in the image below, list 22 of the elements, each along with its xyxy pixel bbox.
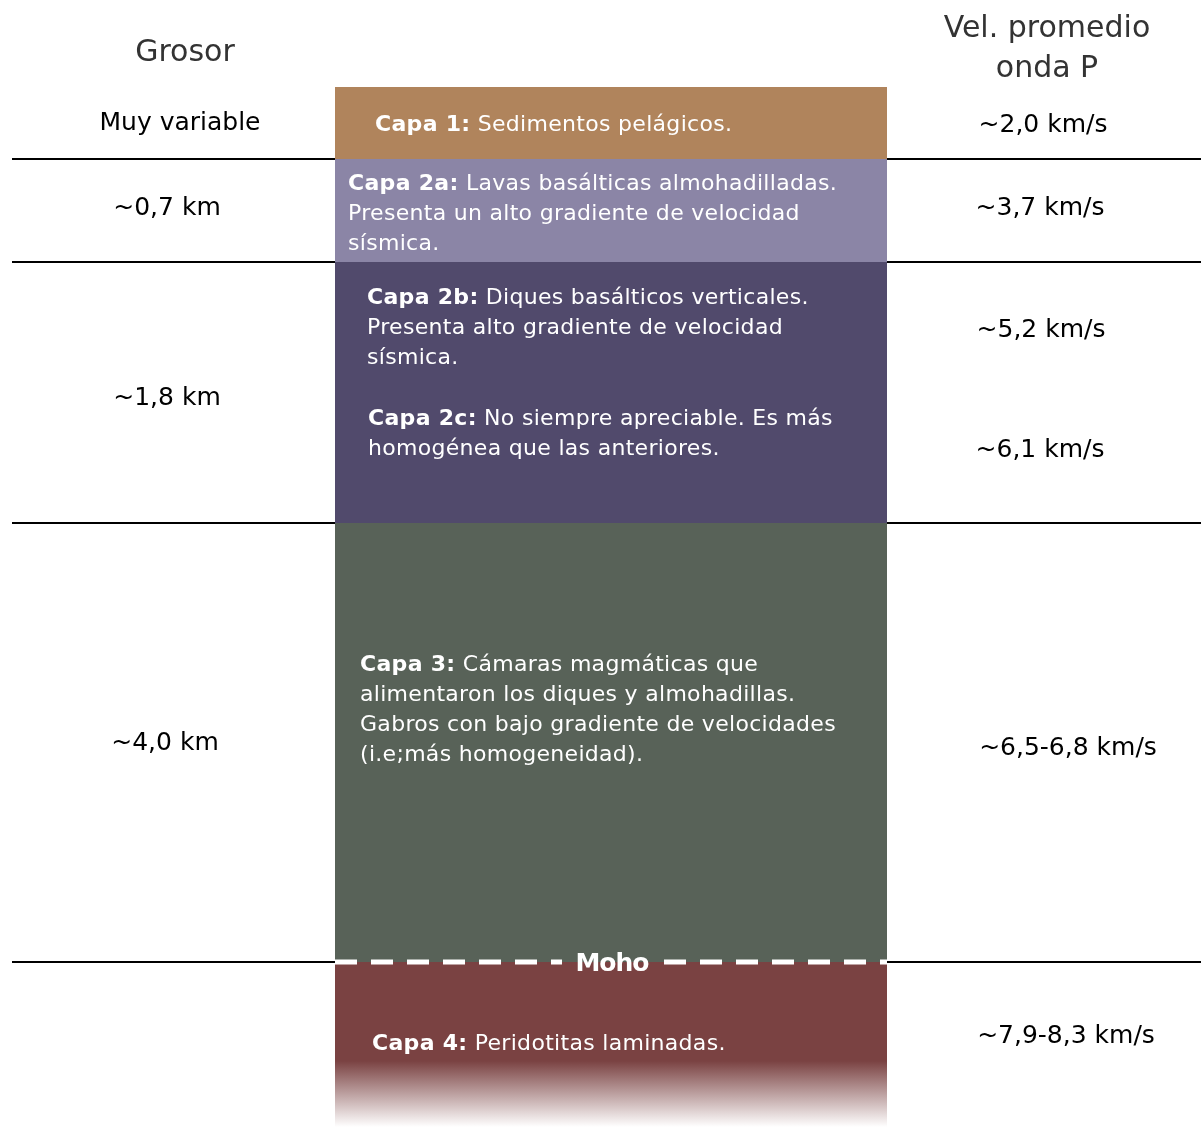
- column-header: Grosor: [135, 32, 235, 68]
- value-label: ~1,8 km: [113, 381, 221, 411]
- layer-band: [335, 87, 887, 159]
- layer-description: Capa 1: Sedimentos pelágicos.: [375, 110, 734, 138]
- layer-description: Capa 3: Cámaras magmáticas que alimentaron los diques y almohadillas. Gabros con bajo gradiente de velocidades (i.e;más homogeneidad).: [360, 650, 837, 768]
- layer-band: [335, 262, 887, 523]
- layer-description: Capa 2c: No siempre apreciable. Es más homogénea que las anteriores.: [368, 404, 834, 462]
- boundary-label: Moho: [575, 947, 649, 977]
- value-label: ~0,7 km: [113, 191, 221, 221]
- value-label: ~6,5-6,8 km/s: [979, 731, 1157, 761]
- layer-description: Capa 2b: Diques basálticos verticales. Presenta alto gradiente de velocidad sísmica.: [367, 283, 810, 371]
- value-label: ~7,9-8,3 km/s: [977, 1019, 1155, 1049]
- column-header: Vel. promedio onda P: [942, 8, 1152, 86]
- layer-description: Capa 4: Peridotitas laminadas.: [372, 1029, 727, 1057]
- value-label: Muy variable: [99, 106, 261, 136]
- layer-description: Capa 2a: Lavas basálticas almohadilladas. Presenta un alto gradiente de velocidad sísmica.: [348, 169, 839, 257]
- value-label: ~5,2 km/s: [976, 313, 1106, 343]
- value-label: ~3,7 km/s: [975, 191, 1105, 221]
- layer-band: [335, 159, 887, 262]
- value-label: ~2,0 km/s: [978, 108, 1108, 138]
- value-label: ~6,1 km/s: [975, 433, 1105, 463]
- value-label: ~4,0 km: [111, 726, 219, 756]
